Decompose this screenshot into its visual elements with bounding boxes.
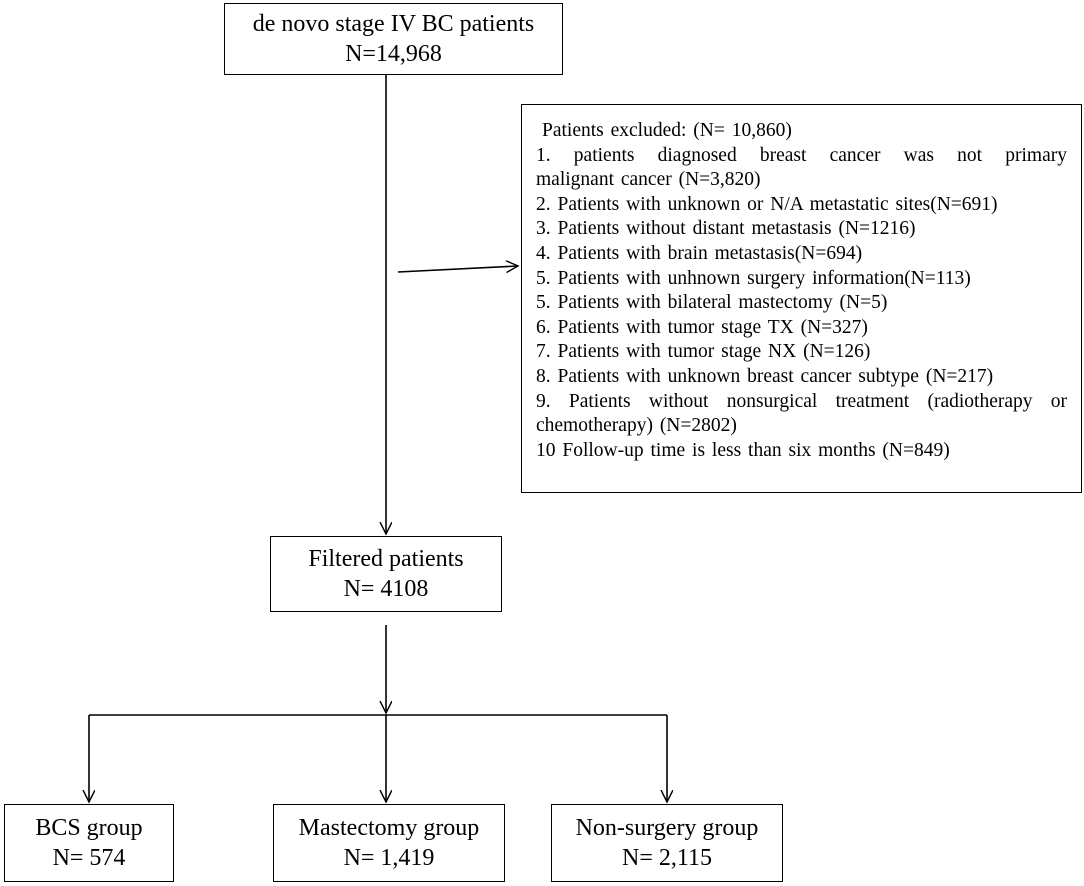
exclusion-item: 5. Patients with bilateral mastectomy (N… <box>536 292 888 314</box>
bcs-group-title: BCS group <box>35 815 143 841</box>
non-surgery-group-title: Non-surgery group <box>575 815 759 841</box>
exclusion-item: chemotherapy) (N=2802) <box>536 415 737 437</box>
exclusion-item: 7. Patients with tumor stage NX (N=126) <box>536 341 871 363</box>
exclusion-item: 10 Follow-up time is less than six month… <box>536 439 950 461</box>
initial-cohort-count: N=14,968 <box>345 41 442 67</box>
exclusion-item: 8. Patients with unknown breast cancer s… <box>536 365 994 387</box>
non-surgery-group-box: Non-surgery group N= 2,115 <box>551 804 783 882</box>
initial-cohort-box: de novo stage IV BC patients N=14,968 <box>224 3 563 75</box>
bcs-group-count: N= 574 <box>52 845 126 871</box>
exclusion-item: 3. Patients without distant metastasis (… <box>536 218 916 240</box>
exclusion-item: malignant cancer (N=3,820) <box>536 169 761 191</box>
non-surgery-group-count: N= 2,115 <box>622 845 712 871</box>
exclusion-item: 5. Patients with unhnown surgery informa… <box>536 267 971 289</box>
bcs-group-box: BCS group N= 574 <box>4 804 174 882</box>
exclusion-item: 1. patients diagnosed breast cancer was … <box>536 144 1067 166</box>
exclusion-item: 4. Patients with brain metastasis(N=694) <box>536 242 863 264</box>
exclusion-item: 6. Patients with tumor stage TX (N=327) <box>536 316 868 338</box>
initial-cohort-title: de novo stage IV BC patients <box>252 11 535 37</box>
excluded-header: Patients excluded: (N= 10,860) <box>542 120 792 141</box>
filtered-patients-title: Filtered patients <box>308 546 464 572</box>
filtered-patients-box: Filtered patients N= 4108 <box>270 536 502 612</box>
mastectomy-group-box: Mastectomy group N= 1,419 <box>273 804 505 882</box>
exclusion-item: 2. Patients with unknown or N/A metastat… <box>536 193 998 215</box>
filtered-patients-count: N= 4108 <box>343 576 429 602</box>
mastectomy-group-count: N= 1,419 <box>343 845 435 871</box>
mastectomy-group-title: Mastectomy group <box>298 815 480 841</box>
arrow-to-excluded <box>397 266 518 272</box>
exclusion-item: 9. Patients without nonsurgical treatmen… <box>536 390 1067 412</box>
excluded-patients-box: Patients excluded: (N= 10,860) 1. patien… <box>521 104 1082 493</box>
